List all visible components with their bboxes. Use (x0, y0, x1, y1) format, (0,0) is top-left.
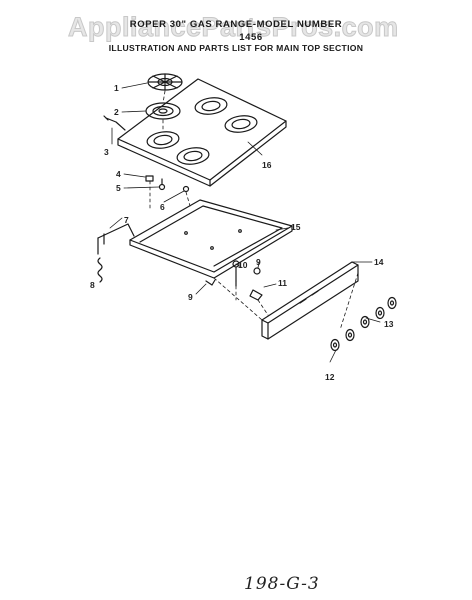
callout-9-left: 9 (188, 292, 193, 302)
leader-lines (149, 90, 359, 331)
control-knobs (330, 296, 397, 352)
callout-6: 6 (160, 202, 165, 212)
callout-12: 12 (325, 372, 335, 382)
spring (97, 257, 103, 283)
burner-box (129, 199, 293, 279)
callout-4: 4 (116, 169, 121, 179)
clip-hardware (145, 175, 190, 193)
burner-grate (147, 73, 183, 91)
hinge-rod (103, 115, 126, 131)
support-rod (97, 223, 135, 255)
main-top (117, 78, 287, 187)
screws (205, 260, 263, 301)
callout-5: 5 (116, 183, 121, 193)
callout-8: 8 (90, 280, 95, 290)
callout-7: 7 (124, 215, 129, 225)
callout-2: 2 (114, 107, 119, 117)
callout-14: 14 (374, 257, 384, 267)
handwritten-page-code: 198-G-3 (244, 574, 320, 594)
control-panel (261, 261, 359, 340)
callout-15: 15 (291, 222, 301, 232)
model-number: 1456 (239, 32, 263, 43)
callout-16: 16 (262, 160, 272, 170)
callout-3: 3 (104, 147, 109, 157)
callout-13: 13 (384, 319, 394, 329)
watermark: AppliancePartsPros.com (68, 12, 399, 43)
diagram-subtitle: ILLUSTRATION AND PARTS LIST FOR MAIN TOP… (108, 43, 364, 53)
diagram-title: ROPER 30" GAS RANGE-MODEL NUMBER (129, 19, 343, 30)
callout-1: 1 (114, 83, 119, 93)
callout-leaders (109, 82, 381, 363)
callout-9-right: 9 (256, 257, 261, 267)
callout-11: 11 (278, 278, 287, 288)
callout-10: 10 (238, 260, 248, 270)
